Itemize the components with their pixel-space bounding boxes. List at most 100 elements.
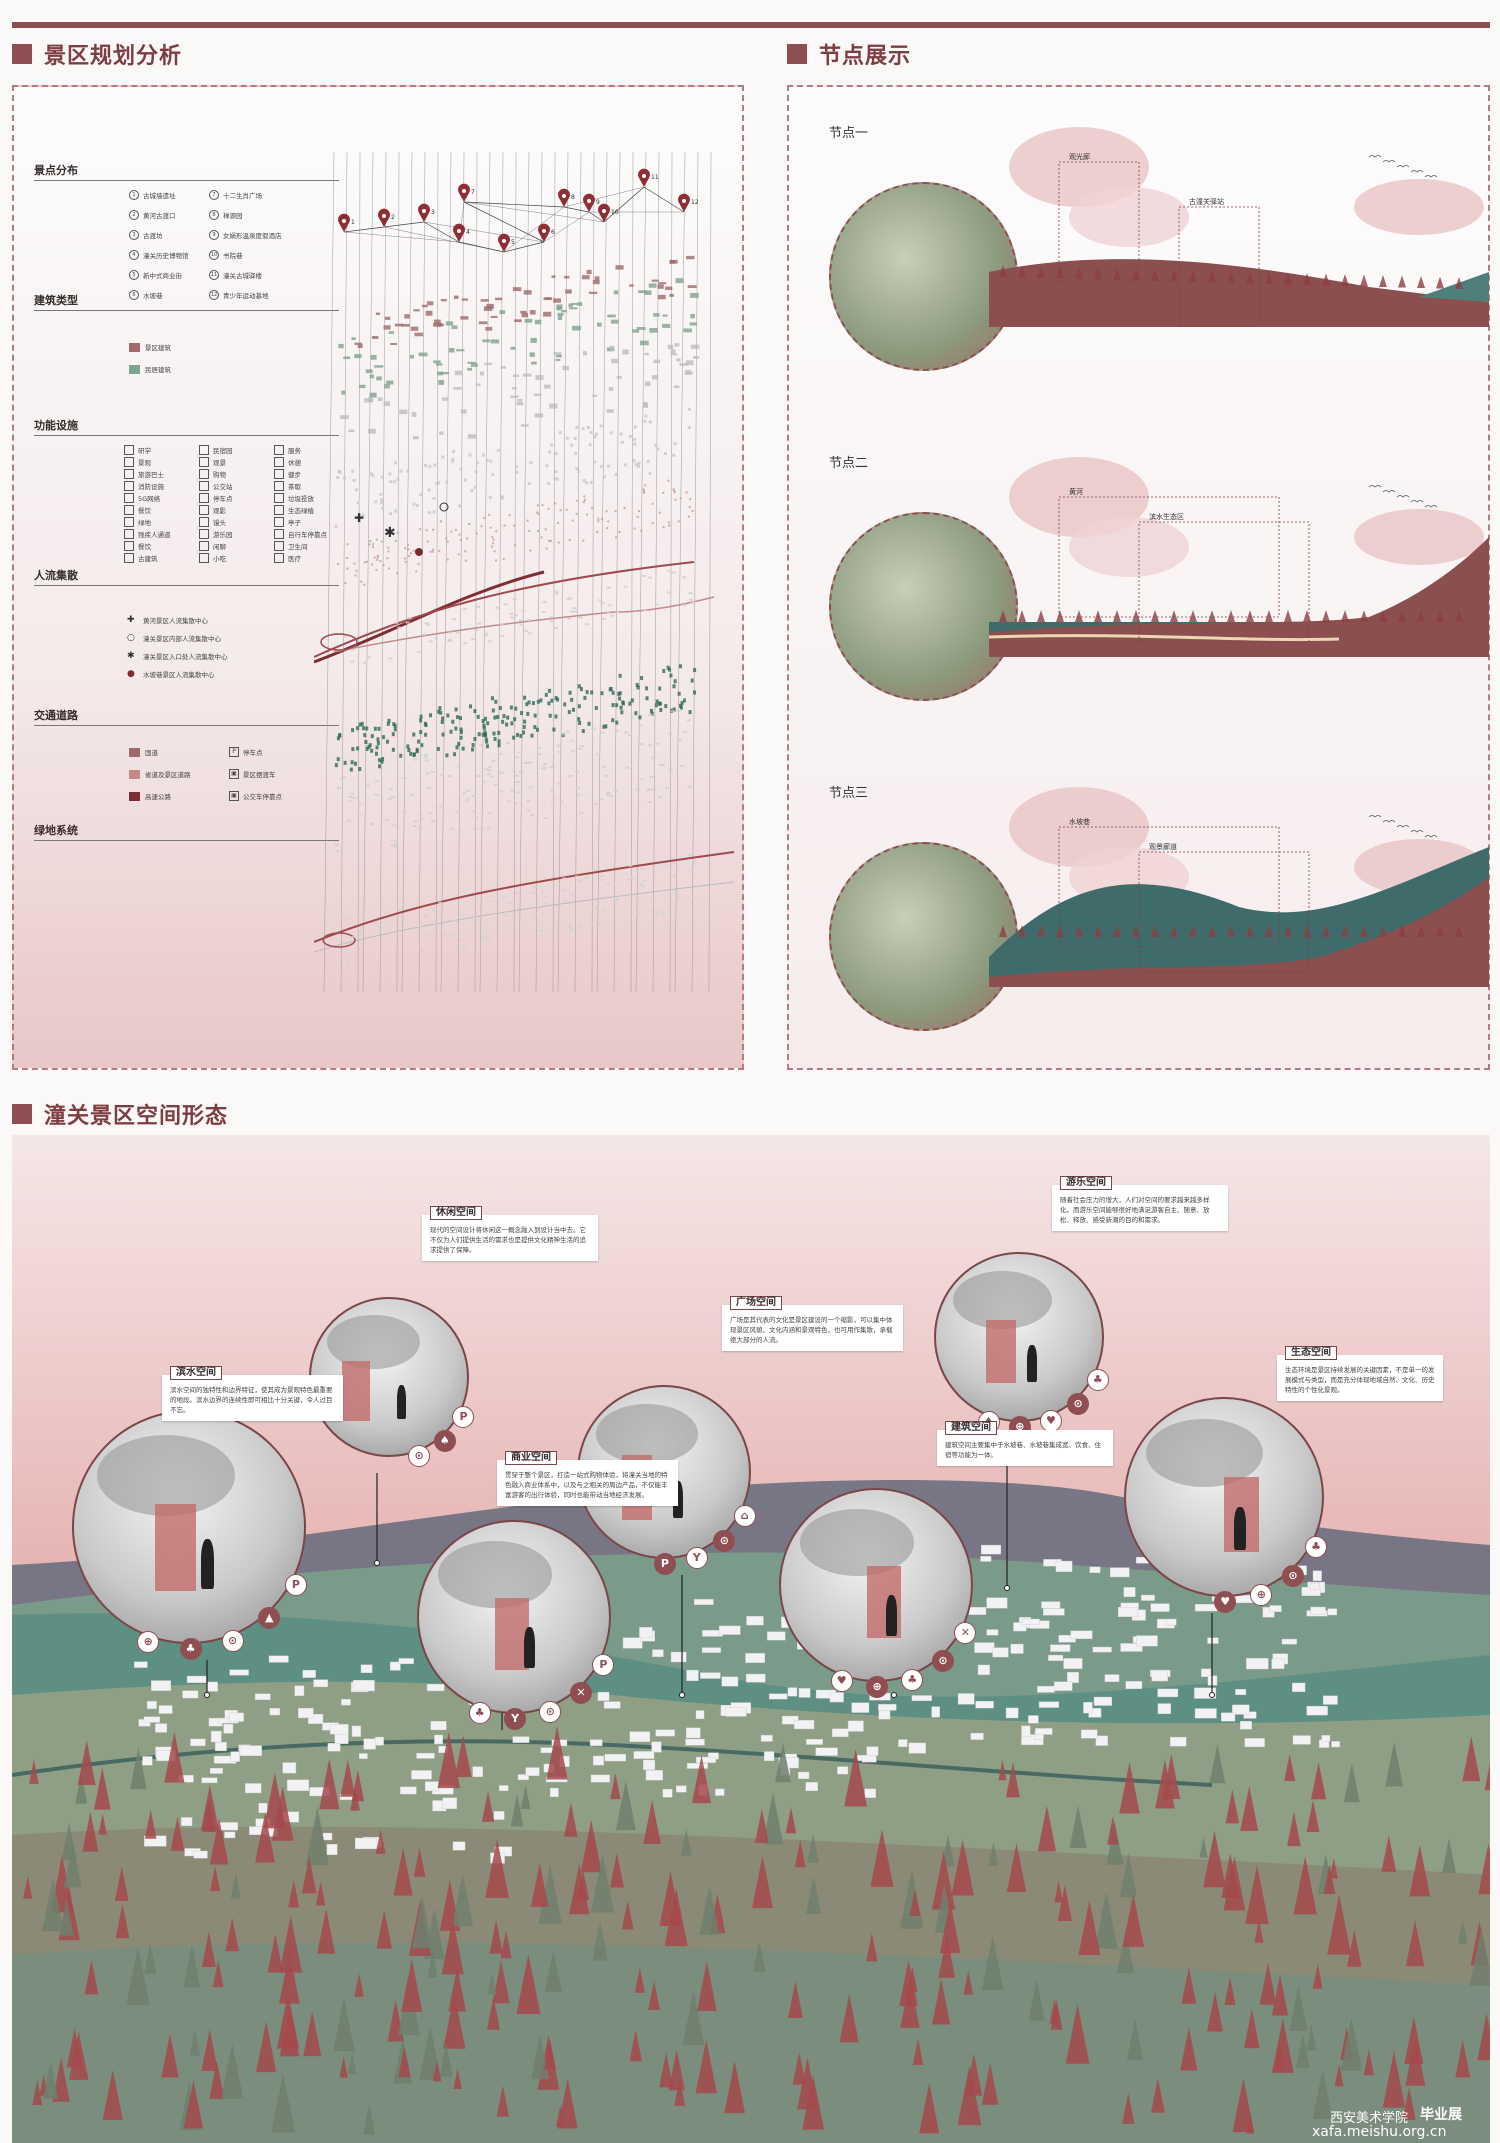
spot-marker-icon: 9: [583, 193, 600, 212]
tree-silhouette: [1145, 1418, 1264, 1488]
amenity-icon: ♣: [1305, 1535, 1328, 1558]
legend-transport: ▣公交车停靠点: [229, 791, 282, 801]
facility-icon: [199, 529, 209, 539]
red-structure: [342, 1361, 371, 1421]
legend-facility: 绿地: [124, 517, 151, 527]
layer-green-system: [334, 664, 697, 772]
crowd-symbol-icon: ●: [127, 669, 135, 679]
facility-icon: [124, 529, 134, 539]
amenity-icon: ⊙: [931, 1650, 954, 1673]
amenity-icon: ✕: [954, 1622, 977, 1645]
crowd-symbol-icon: ○: [127, 633, 135, 643]
transport-icon: P: [229, 747, 239, 757]
node-aerial-circle: [829, 842, 1018, 1031]
space-info-card: 建筑空间建筑空间主要集中于水坡巷、水坡巷集成宽、饮食、住宿等功能为一体。: [937, 1421, 1113, 1466]
spot-number-icon: 4: [129, 250, 139, 260]
space-description: 贯穿于整个景区，打造一站式购物体验，将潼关当地的特色融入商业体系中，以及与之相关…: [505, 1471, 668, 1499]
crowd-center-dot-icon: [415, 548, 423, 556]
legend-road: 省道及景区道路: [129, 769, 191, 779]
facility-icon: [199, 457, 209, 467]
guide-line: [323, 151, 335, 993]
person-silhouette: [396, 1384, 407, 1420]
space-title: 休闲空间: [430, 1206, 482, 1220]
red-forest: [23, 1726, 1490, 2135]
facility-icon: [274, 505, 284, 515]
guide-line: [513, 151, 517, 993]
spot-marker-icon: 10: [598, 203, 619, 222]
legend-facility: 卫生间: [274, 541, 308, 551]
spot-number-icon: 8: [209, 210, 219, 220]
legend-category: 建筑类型: [34, 292, 339, 311]
amenity-icon: ♣: [179, 1637, 202, 1660]
transport-icon: ▣: [229, 791, 239, 801]
facility-icon: [199, 493, 209, 503]
legend-facility: 景观: [124, 457, 151, 467]
space-title: 生态空间: [1285, 1346, 1337, 1360]
facility-icon: [274, 469, 284, 479]
spot-number-icon: 5: [129, 270, 139, 280]
leader-dot: [204, 1692, 210, 1698]
leader-dot: [1004, 1585, 1010, 1591]
guide-line: [379, 151, 387, 993]
legend-facility: 闲聊: [199, 541, 226, 551]
amenity-icon: ✕: [569, 1682, 592, 1705]
legend-facility: 游乐园: [199, 529, 233, 539]
tree-silhouette: [97, 1435, 235, 1516]
space-title: 滨水空间: [170, 1366, 222, 1380]
spot-marker-icon: 12: [678, 193, 699, 212]
legend-crowd: ○潼关景区内部人流集散中心: [127, 633, 221, 643]
amenity-icon: ⊙: [221, 1629, 244, 1652]
space-info-card: 广场空间广场是其代表的文化是景区建设的一个缩影，可以集中体现景区风貌、文化内涵和…: [722, 1296, 903, 1351]
layer-residential-buildings: [338, 278, 699, 398]
footer-badge: 毕业展: [1420, 2107, 1462, 2123]
marker-number: 1: [351, 219, 355, 226]
transport-icon: ▣: [229, 769, 239, 779]
spot-number-icon: 1: [129, 190, 139, 200]
tree-silhouette: [596, 1404, 698, 1464]
footer-url: xafa.meishu.org.cn: [1312, 2124, 1447, 2140]
node-tag: 古潼关驿站: [1189, 197, 1224, 206]
legend-facility: 生态绿植: [274, 505, 314, 515]
amenity-icon: ⊕: [137, 1631, 160, 1654]
legend-road: 高速公路: [129, 791, 171, 801]
amenity-icon: Y: [504, 1707, 527, 1730]
amenity-icon: ♣: [901, 1669, 924, 1691]
amenity-icon: P: [452, 1406, 475, 1429]
node-tag: 水坡巷: [1069, 817, 1090, 826]
marker-number: 3: [431, 209, 435, 216]
person-silhouette: [1233, 1506, 1246, 1550]
legend-facility: 餐饮: [124, 541, 151, 551]
amenity-icon: ⊙: [408, 1445, 431, 1468]
legend-facility: 5G网络: [124, 493, 160, 503]
space-description: 随着社会压力的增大，人们对空间的要求越来越多样化。而游乐空间能够很好地满足游客自…: [1060, 1196, 1210, 1224]
facility-icon: [124, 493, 134, 503]
amenity-icon: ⊙: [713, 1529, 736, 1552]
legend-crowd: ●水坡巷景区人流集散中心: [127, 669, 215, 679]
spot-number-icon: 12: [209, 290, 219, 300]
guide-line: [496, 151, 504, 993]
tree-silhouette: [952, 1270, 1053, 1329]
landscape-aerial-illustration: [12, 1438, 1490, 2143]
guide-line: [691, 151, 699, 993]
legend-category: 交通道路: [34, 707, 339, 726]
marker-number: 11: [651, 174, 659, 181]
legend-facility: 茶歇: [274, 481, 301, 491]
legend-facility: 餐饮: [124, 505, 151, 515]
spot-marker-icon: 8: [558, 188, 575, 207]
guide-line: [574, 151, 582, 993]
facility-icon: [124, 481, 134, 491]
guide-line: [474, 151, 478, 993]
amenity-icon: Y: [685, 1546, 708, 1569]
spot-number-icon: 7: [209, 190, 219, 200]
node-aerial-circle: [829, 182, 1018, 371]
legend-facility: 停车点: [199, 493, 233, 503]
